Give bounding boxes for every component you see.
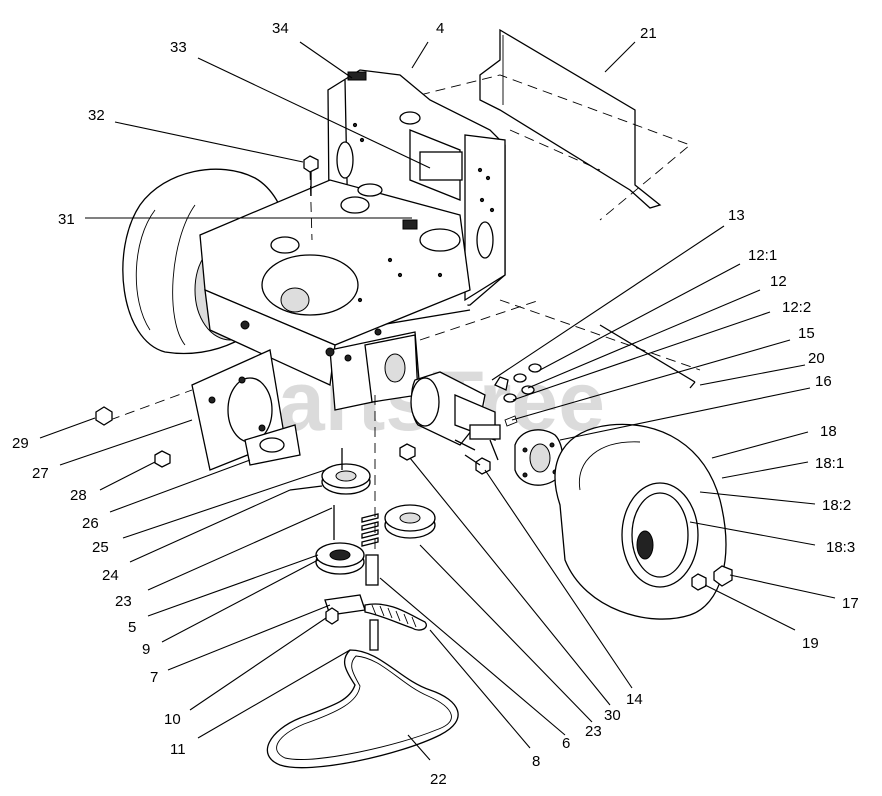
belt-22: [266, 649, 459, 769]
label-4: 4: [436, 20, 444, 37]
pulley-25: [289, 448, 371, 495]
label-29: 29: [12, 435, 29, 452]
label-19: 19: [802, 635, 819, 652]
label-14: 14: [626, 691, 643, 708]
label-32: 32: [88, 107, 105, 124]
leader-lines: [39, 41, 836, 761]
label-30: 30: [604, 707, 621, 724]
nut-28: [154, 450, 171, 468]
label-6: 6: [562, 735, 570, 752]
label-13: 13: [728, 207, 745, 224]
nut-29: [95, 406, 113, 426]
label-31: 31: [58, 211, 75, 228]
pulley-23: [384, 504, 436, 539]
label-18-1: 18:1: [815, 455, 844, 472]
label-34: 34: [272, 20, 289, 37]
label-25: 25: [92, 539, 109, 556]
label-20: 20: [808, 350, 825, 367]
bolt-30: [399, 443, 416, 461]
label-23-b: 23: [585, 723, 602, 740]
deck-plate: [419, 28, 691, 221]
rear-right-tire-18: [554, 423, 727, 620]
label-27: 27: [32, 465, 49, 482]
part-labels: 34 4 21 33 32 31 13 12:1 12 12:2 15 20 1…: [12, 20, 859, 788]
label-23-a: 23: [115, 593, 132, 610]
label-12: 12: [770, 273, 787, 290]
bolt-14: [464, 454, 491, 475]
label-12-2: 12:2: [782, 299, 811, 316]
label-26: 26: [82, 515, 99, 532]
lug-nut-17: [713, 565, 733, 587]
label-22: 22: [430, 771, 447, 788]
idler-pulley-9: [315, 505, 365, 575]
label-21: 21: [640, 25, 657, 42]
label-33: 33: [170, 39, 187, 56]
bolt-32: [303, 155, 319, 196]
lug-nut-19: [691, 573, 707, 591]
label-11: 11: [170, 741, 186, 758]
label-18-2: 18:2: [822, 497, 851, 514]
label-12-1: 12:1: [748, 247, 777, 264]
label-10: 10: [164, 711, 181, 728]
label-17: 17: [842, 595, 859, 612]
label-5: 5: [128, 619, 136, 636]
label-16: 16: [815, 373, 832, 390]
label-15: 15: [798, 325, 815, 342]
hydraulic-motor: [410, 299, 701, 461]
rod-20: [599, 324, 696, 389]
label-24: 24: [102, 567, 119, 584]
wheel-hub-16: [514, 429, 564, 486]
label-7: 7: [150, 669, 158, 686]
label-18: 18: [820, 423, 837, 440]
idler-arm: [324, 395, 427, 651]
label-18-3: 18:3: [826, 539, 855, 556]
label-8: 8: [532, 753, 540, 770]
label-28: 28: [70, 487, 87, 504]
label-9: 9: [142, 641, 150, 658]
left-mount-plate: [109, 349, 301, 471]
